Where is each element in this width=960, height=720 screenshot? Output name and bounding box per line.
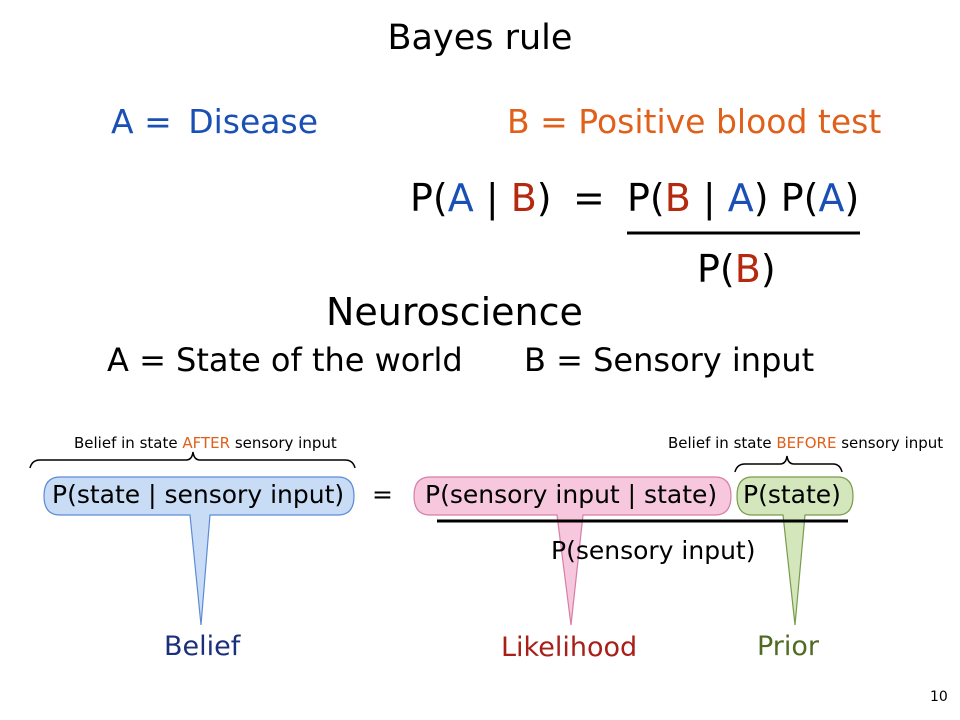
before-annotation-keyword: BEFORE [776,434,837,452]
evidence-term: P(sensory input) [551,536,756,565]
formula-num-a2: A [818,176,845,220]
prior-label: Prior [757,631,820,662]
formula-lhs-b: B [510,176,537,220]
formula-den-p: P( [697,247,735,291]
after-annotation: Belief in state AFTER sensory input [74,434,337,452]
after-annotation-keyword: AFTER [182,434,231,452]
definition-a-value: Disease [188,102,319,141]
slide-title: Bayes rule [387,18,573,58]
formula-numerator: P(B | A) P(A) [627,176,859,220]
formula-den-close: ) [760,247,776,291]
formula-num-bar: | [690,176,728,220]
formula-equals: = [573,176,605,220]
neuro-a-definition: A = State of the world [107,341,463,379]
formula-num-close2: ) [844,176,860,220]
formula-num-b: B [664,176,691,220]
formula-num-a: A [727,176,754,220]
formula-lhs-a: A [447,176,474,220]
before-brace [734,455,843,473]
formula-lhs-p: P( [410,176,448,220]
page-number: 10 [930,689,948,705]
after-annotation-pre: Belief in state [74,434,183,452]
formula-lhs: P(A | B) [410,176,552,220]
after-brace [29,451,356,469]
likelihood-label: Likelihood [501,632,638,663]
formula-den-b: B [734,247,761,291]
neuro-b-definition: B = Sensory input [524,341,815,379]
before-annotation-post: sensory input [836,434,944,452]
prior-callout [736,476,854,626]
likelihood-term: P(sensory input | state) [425,480,718,509]
prior-term: P(state) [743,480,841,509]
belief-callout [43,476,355,626]
belief-label: Belief [164,631,241,662]
neuroscience-heading: Neuroscience [326,290,583,334]
formula-num-p1: P( [627,176,665,220]
formula-num-close1: ) P( [753,176,819,220]
belief-term: P(state | sensory input) [52,480,345,509]
formula-lhs-bar: | [473,176,511,220]
definition-b: B = Positive blood test [507,102,882,141]
after-annotation-post: sensory input [230,434,337,452]
bottom-equals: = [372,480,393,509]
before-annotation: Belief in state BEFORE sensory input [668,434,943,452]
likelihood-callout [413,476,732,626]
definition-a-label: A = [111,102,172,141]
definition-a: A = Disease [111,102,318,141]
before-annotation-pre: Belief in state [668,434,777,452]
formula-lhs-close: ) [536,176,552,220]
formula-denominator: P(B) [697,247,776,291]
